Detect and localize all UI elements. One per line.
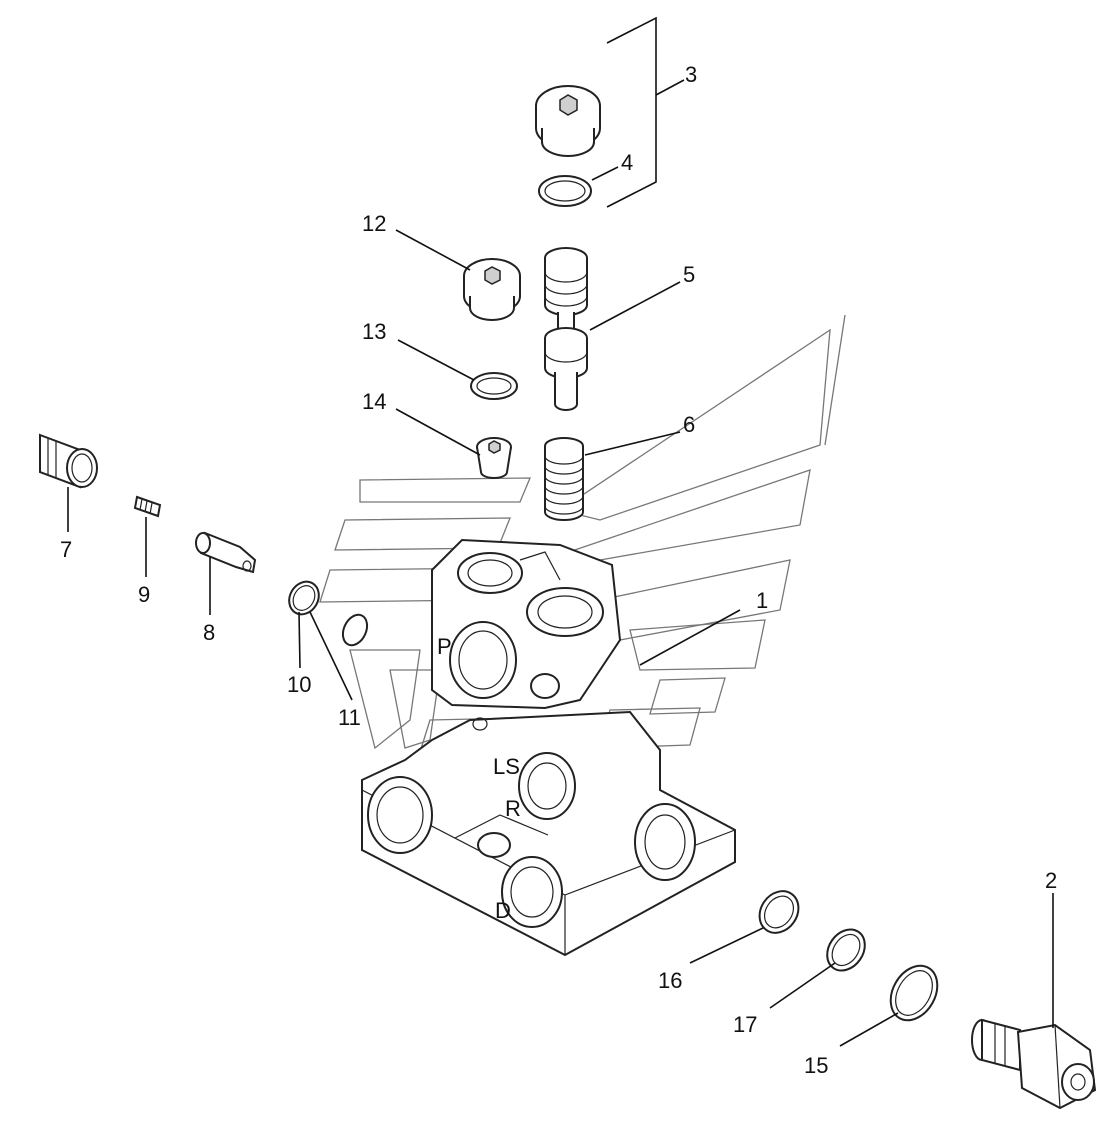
o-ring-part-13 xyxy=(470,372,518,400)
spool-part-5 xyxy=(544,247,588,411)
small-spring-part-9 xyxy=(133,495,162,518)
plug-part-3 xyxy=(535,85,601,157)
o-ring-part-15 xyxy=(889,964,939,1022)
callout-5: 5 xyxy=(683,262,695,287)
spring-part-6 xyxy=(544,437,584,521)
o-ring-part-16 xyxy=(758,890,800,934)
port-marking-d: D xyxy=(495,898,511,923)
o-ring-part-10 xyxy=(288,580,320,616)
callout-8: 8 xyxy=(203,620,215,645)
callout-1: 1 xyxy=(756,588,768,613)
callout-16: 16 xyxy=(658,968,682,993)
poppet-part-8 xyxy=(195,531,257,574)
o-ring-part-4 xyxy=(538,175,592,207)
valve-body-part-1: P LS R D xyxy=(361,538,736,957)
callout-labels: 1 2 3 4 5 6 7 8 9 10 11 12 13 14 15 16 1… xyxy=(60,62,1057,1078)
insert-part-14 xyxy=(476,437,512,479)
callout-12: 12 xyxy=(362,211,386,236)
callout-17: 17 xyxy=(733,1012,757,1037)
leader-lines xyxy=(67,16,1054,1047)
port-marking-p: P xyxy=(437,634,452,659)
callout-15: 15 xyxy=(804,1053,828,1078)
callout-10: 10 xyxy=(287,672,311,697)
plug-part-12 xyxy=(463,258,521,321)
callout-11: 11 xyxy=(338,705,361,730)
callout-7: 7 xyxy=(60,537,72,562)
port-marking-r: R xyxy=(505,796,521,821)
fitting-part-7 xyxy=(39,433,98,489)
backup-ring-part-17 xyxy=(826,928,866,972)
callout-6: 6 xyxy=(683,412,695,437)
callout-13: 13 xyxy=(362,319,386,344)
callout-2: 2 xyxy=(1045,868,1057,893)
callout-9: 9 xyxy=(138,582,150,607)
cartridge-part-2 xyxy=(971,1018,1097,1110)
callout-3: 3 xyxy=(685,62,697,87)
o-ring-part-11 xyxy=(341,613,369,647)
callout-14: 14 xyxy=(362,389,386,414)
port-marking-ls: LS xyxy=(493,754,520,779)
callout-4: 4 xyxy=(621,150,633,175)
